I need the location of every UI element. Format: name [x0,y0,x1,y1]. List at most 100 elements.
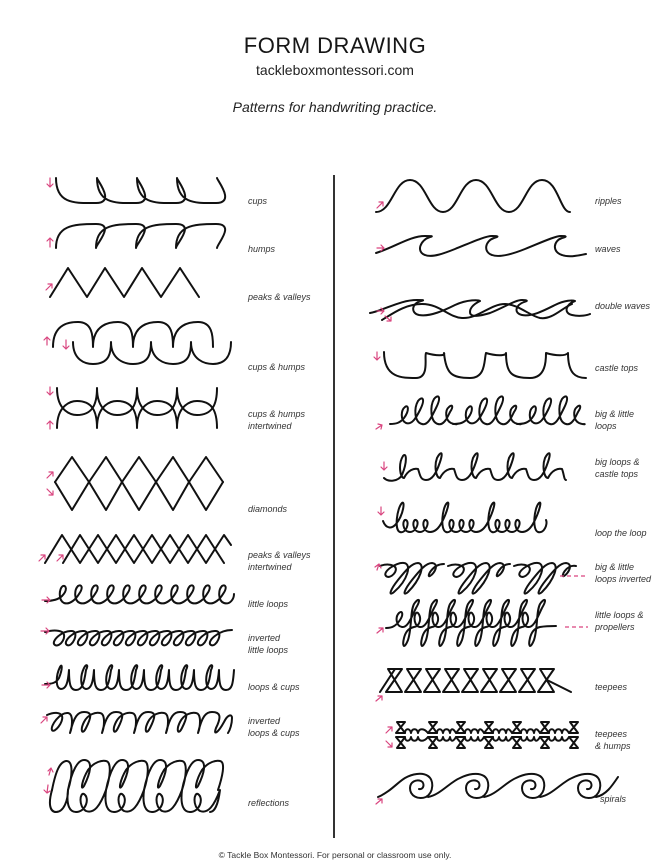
down-right-arrow-icon [385,740,393,748]
up-right-arrow-icon [46,471,54,479]
label-inverted-little-loops: inverted little loops [248,632,288,656]
label-humps: humps [248,244,276,254]
up-right-arrow-icon [375,798,383,805]
loop-the-loop-pattern [382,501,548,534]
big-loops-castle-tops-pattern [383,452,567,482]
little-loops-propellers-pattern [385,598,588,647]
label-spirals: spirals [600,794,627,804]
inverted-little-loops-pattern [44,629,233,647]
up-right-arrow-icon [38,554,46,562]
label-waves: waves [595,244,621,254]
up-arrow-icon [46,420,54,430]
big-little-loops-inverted-pattern [379,561,588,595]
label-little-loops-propellers: little loops & propellers [595,609,644,633]
label-line: little loops [248,645,289,655]
right-arrow-icon [376,307,385,315]
label-line: loops & cups [248,728,300,738]
up-right-arrow-icon [376,627,384,634]
label-diamonds: diamonds [248,504,288,514]
label-reflections: reflections [248,798,290,808]
label-line: loops [595,421,617,431]
up-right-arrow-icon [40,716,48,724]
right-arrow-icon [376,244,385,252]
waves-pattern [375,235,587,258]
label-line: cups & humps [248,409,306,419]
label-loop-the-loop: loop the loop [595,528,647,538]
label-castle-tops: castle tops [595,363,639,373]
double-waves-pattern [369,299,591,321]
loops-cups-pattern [44,664,235,691]
up-arrow-icon [43,336,51,346]
ripples-pattern [375,179,571,213]
spirals-pattern [377,772,619,799]
down-arrow-icon [43,784,51,794]
little-loops-pattern [44,584,235,605]
up-right-arrow-icon [375,423,383,430]
label-cups-humps-intertwined: cups & humps intertwined [248,408,305,432]
peaks-valleys-intertwined-pattern [44,534,232,564]
label-line: loops inverted [595,574,652,584]
label-line: castle tops [595,469,639,479]
up-right-arrow-icon [375,695,383,702]
label-ripples: ripples [595,196,622,206]
label-line: teepees [595,729,628,739]
label-line: intertwined [248,562,292,572]
up-right-arrow-icon [376,201,384,209]
label-cups-humps: cups & humps [248,362,306,372]
label-line: propellers [595,622,635,632]
label-line: big & little [595,562,635,572]
label-big-loops-castle-tops: big loops & castle tops [595,456,640,480]
label-line: & humps [595,741,631,751]
label-line: inverted [248,633,281,643]
down-right-arrow-icon [46,488,54,496]
label-loops-cups: loops & cups [248,682,300,692]
teepees-humps-pattern [395,721,579,749]
label-line: inverted [248,716,281,726]
label-line: big loops & [595,457,640,467]
up-right-arrow-icon [45,283,53,291]
down-arrow-icon [46,177,54,188]
humps-pattern [55,223,227,249]
column-divider [333,175,335,838]
cups-pattern [55,177,227,205]
down-arrow-icon [377,506,385,516]
down-arrow-icon [373,351,381,361]
cups-humps-pattern [52,321,232,365]
label-inverted-loops-cups: inverted loops & cups [248,715,300,739]
cups-humps-intertwined-pattern [56,387,218,429]
label-line: peaks & valleys [248,550,311,560]
right-arrow-icon [41,681,51,689]
label-big-little-loops-inverted: big & little loops inverted [595,561,651,585]
up-arrow-icon [374,563,382,571]
peaks-valleys-pattern [49,267,200,298]
down-right-arrow-icon [384,315,392,322]
label-double-waves: double waves [595,301,651,311]
down-arrow-icon [46,386,54,396]
label-cups: cups [248,196,268,206]
tagline: Patterns for handwriting practice. [232,99,438,115]
down-arrow-icon [380,461,388,471]
right-arrow-icon [41,596,51,604]
label-peaks-valleys: peaks & valleys [248,292,311,302]
reflections-pattern [48,759,225,813]
up-right-arrow-icon [56,554,64,562]
label-teepees-humps: teepees & humps [595,728,631,752]
website-url: tackleboxmontessori.com [256,62,414,78]
up-arrow-icon [47,767,54,776]
label-peaks-valleys-intertwined: peaks & valleys intertwined [248,549,311,573]
right-arrow-icon [40,627,50,635]
up-right-arrow-icon [385,726,393,734]
big-little-loops-pattern [389,395,586,426]
down-arrow-icon [62,339,70,350]
up-arrow-icon [46,237,54,248]
diamonds-pattern [54,456,224,511]
label-big-little-loops: big & little loops [595,408,634,432]
label-little-loops: little loops [248,599,289,609]
page-title: FORM DRAWING [243,33,427,58]
copyright-footer: © Tackle Box Montessori. For personal or… [218,850,452,860]
label-line: little loops & [595,610,644,620]
inverted-loops-cups-pattern [46,711,233,734]
label-teepees: teepees [595,682,628,692]
castle-tops-pattern [383,351,587,379]
